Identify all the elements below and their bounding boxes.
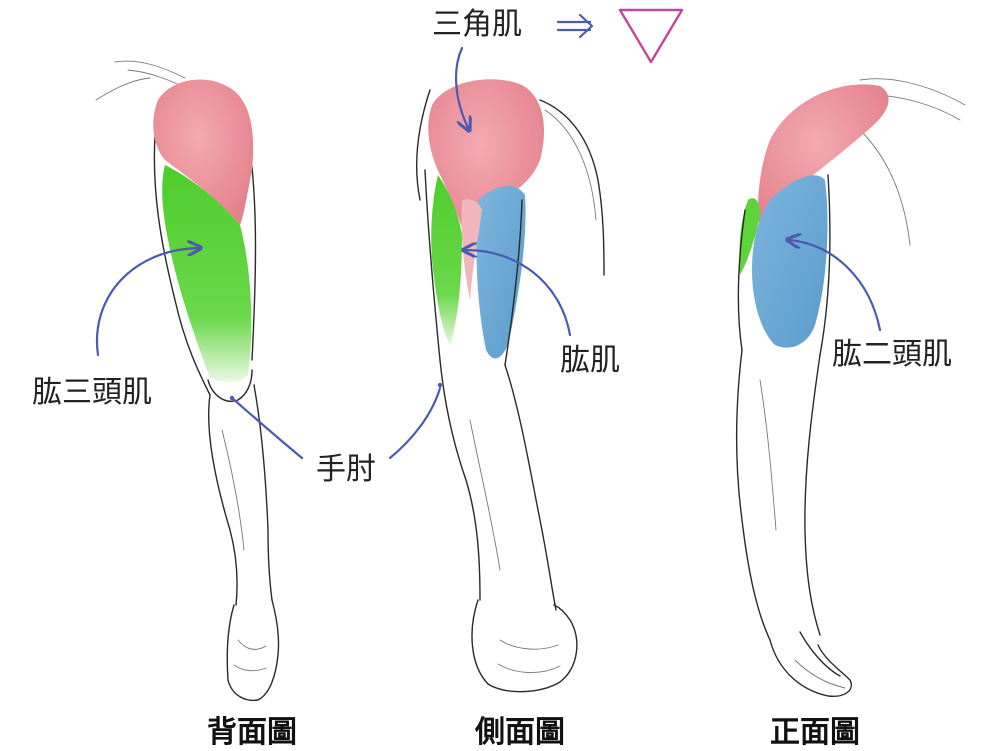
back-triceps-muscle [162, 165, 252, 382]
triceps-arrow [95, 248, 198, 357]
side-triceps-muscle [431, 175, 462, 345]
back-deltoid-muscle [153, 79, 254, 225]
biceps-label: 肱二頭肌 [832, 337, 952, 372]
side-view-arm [416, 79, 605, 693]
elbow-label: 手肘 [316, 452, 376, 487]
brachialis-arrow [466, 250, 572, 337]
elbow-arrow-side [388, 386, 442, 460]
brachialis-label: 肱肌 [560, 343, 620, 378]
side-view-title: 側面圖 [474, 715, 565, 750]
side-brachialis-muscle [476, 185, 526, 359]
front-biceps-muscle [752, 175, 828, 348]
triceps-label: 肱三頭肌 [32, 375, 152, 410]
back-view-arm [95, 60, 280, 702]
biceps-arrow [790, 240, 882, 332]
deltoid-arrow [454, 46, 468, 128]
front-view-arm [736, 78, 966, 697]
annotation-arrows [95, 13, 882, 460]
triangle-pointer-arrow [556, 13, 594, 39]
front-deltoid-muscle [758, 84, 889, 232]
front-view-title: 正面圖 [770, 715, 860, 750]
back-view-title: 背面圖 [207, 715, 297, 750]
elbow-arrow-back [230, 396, 304, 460]
deltoid-label: 三角肌 [432, 7, 522, 42]
triangle-icon [618, 8, 684, 64]
